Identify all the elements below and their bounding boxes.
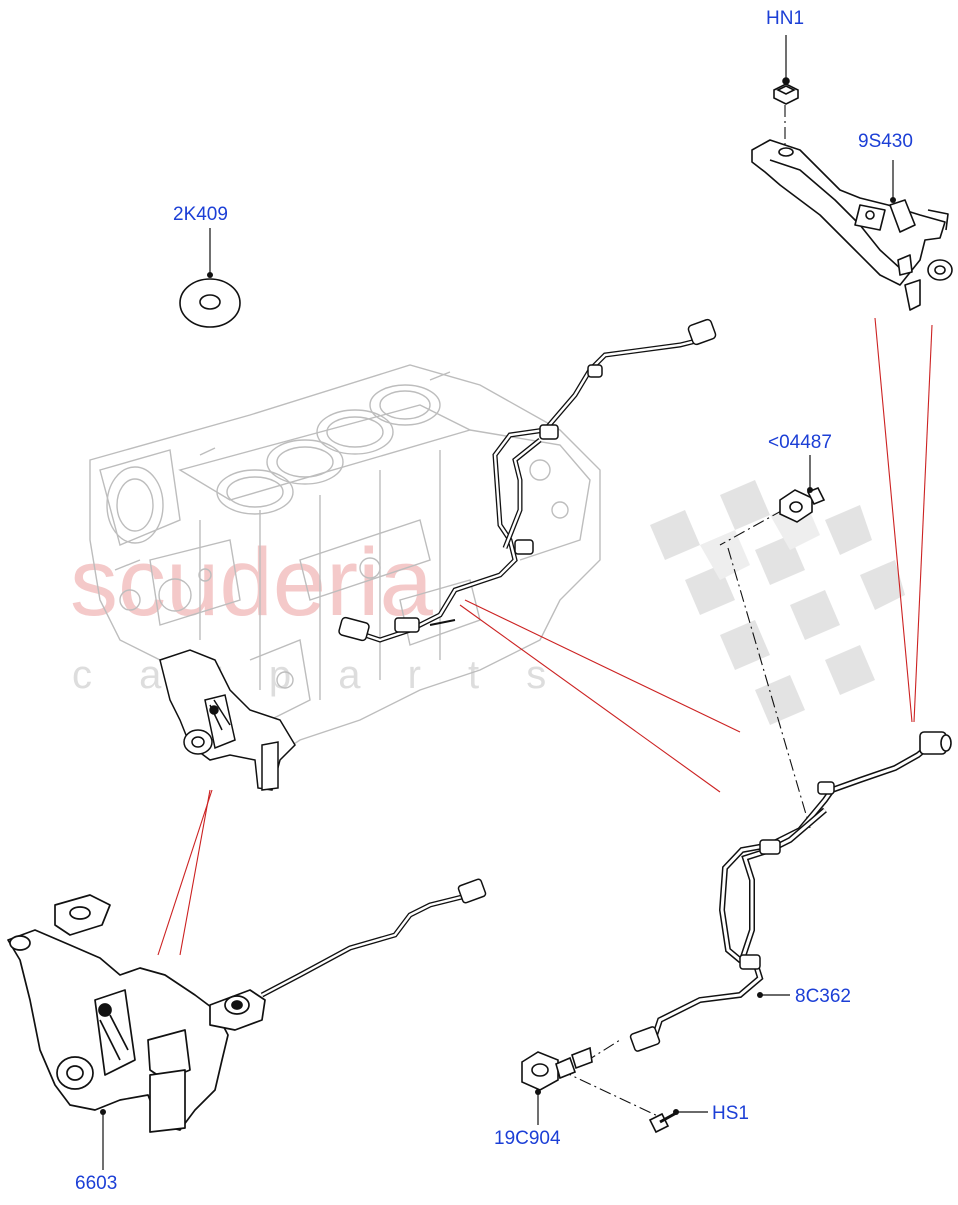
oil-pump-6603-icon (7, 894, 266, 1133)
19c904-leader-dot (535, 1089, 541, 1095)
hs1-screw-icon (648, 1110, 679, 1134)
plug-2k409-icon (179, 278, 241, 328)
watermark-tagline: c a r p a r t s (72, 653, 564, 697)
pressure-tube-8c362 (629, 731, 952, 1052)
9s430-leader-dot (890, 197, 896, 203)
centre-lines (559, 105, 811, 1119)
callout-19c904[interactable]: 19C904 (494, 1128, 561, 1149)
hn1-nut-icon (773, 77, 799, 105)
sensor-19c904-icon (521, 1046, 593, 1091)
oil-pump-wire (260, 878, 487, 998)
adapter-04487-icon (779, 486, 826, 523)
pressure-tube-installed (338, 318, 717, 643)
callout-8c362[interactable]: 8C362 (795, 986, 851, 1007)
callout-hs1[interactable]: HS1 (712, 1103, 749, 1124)
8c362-leader-dot (757, 992, 763, 998)
callout-04487[interactable]: <04487 (768, 432, 832, 453)
watermark-brand: scuderia (70, 529, 433, 636)
oil-pump-installed (159, 649, 296, 791)
6603-leader-dot (100, 1109, 106, 1115)
watermark-flag-icon (650, 480, 905, 725)
callout-hn1[interactable]: HN1 (766, 8, 805, 29)
callout-9s430[interactable]: 9S430 (858, 131, 913, 152)
leader-lines-red (157, 317, 933, 956)
callout-6603[interactable]: 6603 (75, 1173, 118, 1194)
bracket-9s430-icon (751, 139, 953, 311)
04487-leader-dot (807, 487, 813, 493)
engine-block-ghost (89, 364, 601, 761)
callout-2k409[interactable]: 2K409 (173, 204, 228, 225)
2k409-leader-dot (207, 272, 213, 278)
hs1-leader-dot (673, 1109, 679, 1115)
